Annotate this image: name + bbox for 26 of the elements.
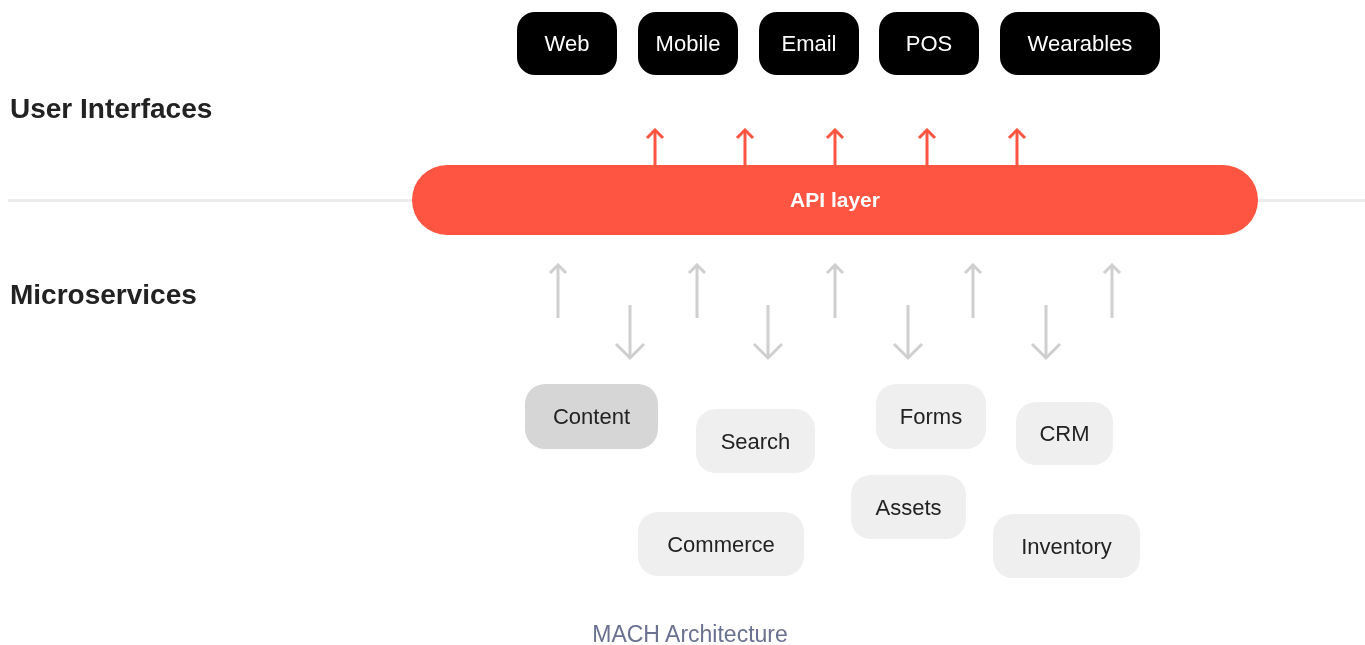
arrow: [825, 263, 845, 318]
arrow: [1102, 263, 1122, 318]
service-pill: Assets: [851, 475, 966, 539]
interface-pill: POS: [879, 12, 979, 75]
service-pill: Content: [525, 384, 658, 449]
arrow: [917, 128, 937, 165]
interface-pill: Email: [759, 12, 859, 75]
service-pill: Forms: [876, 384, 986, 449]
arrow: [1007, 128, 1027, 165]
api-layer-bar: API layer: [412, 165, 1258, 235]
interface-pill: Web: [517, 12, 617, 75]
interface-pill: Mobile: [638, 12, 738, 75]
arrow: [735, 128, 755, 165]
interface-pill: Wearables: [1000, 12, 1160, 75]
section-label: Microservices: [10, 278, 197, 312]
service-pill: Commerce: [638, 512, 804, 576]
service-pill: CRM: [1016, 402, 1113, 465]
service-pill: Search: [696, 409, 815, 473]
arrow: [548, 263, 568, 318]
section-label: User Interfaces: [10, 92, 213, 126]
caption: MACH Architecture: [591, 620, 789, 645]
arrow: [963, 263, 983, 318]
arrow: [687, 263, 707, 318]
service-pill: Inventory: [993, 514, 1140, 578]
arrow: [645, 128, 665, 165]
arrow: [825, 128, 845, 165]
